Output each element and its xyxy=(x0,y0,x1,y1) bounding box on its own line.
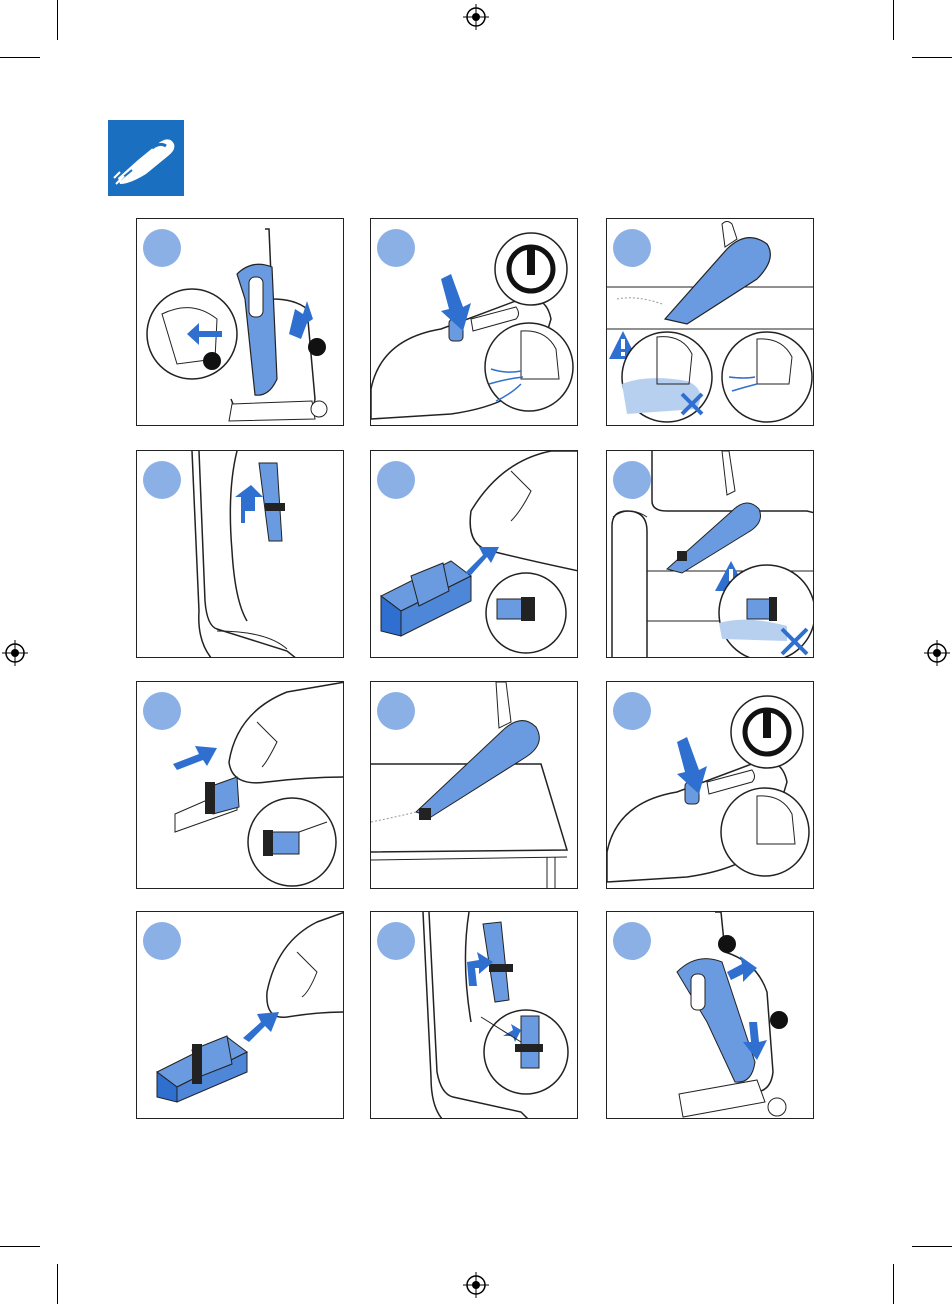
step-illustration xyxy=(371,219,578,426)
step-panel-11 xyxy=(370,911,578,1119)
step-illustration xyxy=(607,912,814,1119)
registration-mark-icon xyxy=(2,640,28,666)
step-panel-1 xyxy=(136,218,344,426)
step-illustration xyxy=(137,219,344,426)
registration-mark-icon xyxy=(463,1272,489,1298)
handheld-vacuum-icon xyxy=(108,120,184,196)
step-panel-2 xyxy=(370,218,578,426)
step-illustration xyxy=(607,219,814,426)
crop-mark xyxy=(912,1246,952,1247)
step-panel-4 xyxy=(136,450,344,658)
step-panel-5 xyxy=(370,450,578,658)
crop-mark xyxy=(57,0,58,40)
step-illustration xyxy=(137,912,344,1119)
registration-mark-icon xyxy=(924,640,950,666)
step-panel-10 xyxy=(136,911,344,1119)
registration-mark-icon xyxy=(463,4,489,30)
crop-mark xyxy=(0,57,40,58)
step-illustration xyxy=(607,682,814,889)
crop-mark xyxy=(0,1246,40,1247)
crop-mark xyxy=(57,1264,58,1304)
step-panel-3 xyxy=(606,218,814,426)
step-illustration xyxy=(137,682,344,889)
step-panel-7 xyxy=(136,681,344,889)
step-panel-6 xyxy=(606,450,814,658)
step-illustration xyxy=(137,451,344,658)
step-illustration xyxy=(371,451,578,658)
crop-mark xyxy=(893,1264,894,1304)
step-panel-8 xyxy=(370,681,578,889)
step-panel-9 xyxy=(606,681,814,889)
crop-mark xyxy=(893,0,894,40)
step-illustration xyxy=(371,912,578,1119)
step-panel-12 xyxy=(606,911,814,1119)
crop-mark xyxy=(912,57,952,58)
step-illustration xyxy=(371,682,578,889)
step-illustration xyxy=(607,451,814,658)
